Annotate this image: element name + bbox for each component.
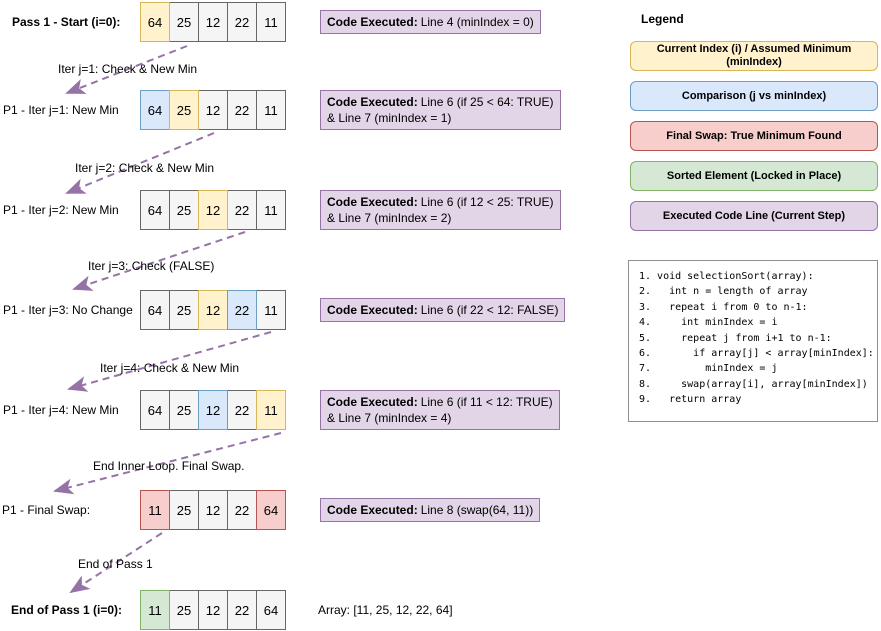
row-label-pass1-start: Pass 1 - Start (i=0): [12,15,121,29]
arrow-label-5: End Inner Loop. Final Swap. [93,459,245,473]
array-cell: 64 [140,390,170,430]
code-executed-prefix: Code Executed: [327,395,418,409]
code-line-4: 4. int minIndex = i [639,317,778,329]
code-line-5: 5. repeat j from i+1 to n-1: [639,332,832,344]
legend-item-current-index: Current Index (i) / Assumed Minimum (min… [630,41,878,71]
array-cell: 12 [198,390,228,430]
array-cell: 11 [256,390,286,430]
array-cell: 64 [140,290,170,330]
code-executed-box-3: Code Executed:Line 6 (if 12 < 25: TRUE) … [320,190,561,230]
legend-item-executed-code: Executed Code Line (Current Step) [630,201,878,231]
array-row-4: 64 25 12 22 11 [140,290,286,330]
code-executed-box-5: Code Executed:Line 6 (if 11 < 12: TRUE) … [320,390,560,430]
array-cell: 25 [169,2,199,42]
code-executed-prefix: Code Executed: [327,195,418,209]
array-row-2: 64 25 12 22 11 [140,90,286,130]
array-cell: 25 [169,190,199,230]
code-executed-prefix: Code Executed: [327,503,418,517]
code-line-2: 2. int n = length of array [639,286,808,298]
array-cell: 25 [169,90,199,130]
array-cell: 22 [227,490,257,530]
code-executed-prefix: Code Executed: [327,15,418,29]
pseudocode-panel: 1. void selectionSort(array): 2. int n =… [628,260,878,422]
array-cell: 25 [169,490,199,530]
row-label-iter-j4: P1 - Iter j=4: New Min [3,403,119,417]
array-cell: 64 [140,2,170,42]
code-executed-box-4: Code Executed:Line 6 (if 22 < 12: FALSE) [320,298,566,322]
arrow-label-1: Iter j=1: Check & New Min [58,62,198,76]
array-cell: 11 [256,90,286,130]
code-line-7: 7. minIndex = j [639,363,778,375]
array-cell: 22 [227,590,257,630]
arrow-label-6: End of Pass 1 [78,557,153,571]
array-cell: 12 [198,2,228,42]
array-row-3: 64 25 12 22 11 [140,190,286,230]
row-label-iter-j1: P1 - Iter j=1: New Min [3,103,119,117]
array-row-5: 64 25 12 22 11 [140,390,286,430]
legend-item-sorted: Sorted Element (Locked in Place) [630,161,878,191]
row-label-final-swap: P1 - Final Swap: [2,503,91,517]
code-executed-box-1: Code Executed:Line 4 (minIndex = 0) [320,10,541,34]
row-label-iter-j3: P1 - Iter j=3: No Change [3,303,133,317]
legend-item-comparison: Comparison (j vs minIndex) [630,81,878,111]
code-executed-box-2: Code Executed:Line 6 (if 25 < 64: TRUE) … [320,90,561,130]
array-cell: 11 [256,190,286,230]
code-executed-text: & Line 7 (minIndex = 1) [327,111,452,125]
code-line-9: 9. return array [639,394,742,406]
code-executed-text: & Line 7 (minIndex = 4) [327,411,452,425]
code-executed-text: Line 6 (if 25 < 64: TRUE) [420,95,554,109]
array-cell: 22 [227,90,257,130]
code-executed-prefix: Code Executed: [327,303,418,317]
code-line-8: 8. swap(array[i], array[minIndex]) [639,378,868,390]
array-cell: 64 [140,90,170,130]
array-cell: 22 [227,190,257,230]
arrow-label-3: Iter j=3: Check (FALSE) [88,259,215,273]
row-label-iter-j2: P1 - Iter j=2: New Min [3,203,119,217]
code-executed-text: Line 4 (minIndex = 0) [420,15,534,29]
flow-arrow-4 [67,331,272,392]
array-cell: 11 [256,2,286,42]
array-cell: 22 [227,390,257,430]
code-executed-text: Line 6 (if 11 < 12: TRUE) [420,395,553,409]
code-line-1: 1. void selectionSort(array): [639,271,814,282]
legend-item-final-swap: Final Swap: True Minimum Found [630,121,878,151]
code-executed-prefix: Code Executed: [327,95,418,109]
final-array-text: Array: [11, 25, 12, 22, 64] [318,603,453,617]
array-cell: 25 [169,390,199,430]
array-cell: 12 [198,290,228,330]
array-cell: 22 [227,290,257,330]
code-line-3: 3. repeat i from 0 to n-1: [639,301,808,313]
flow-arrow-6 [69,532,163,594]
array-row-6: 11 25 12 22 64 [140,490,286,530]
array-cell: 64 [256,590,286,630]
array-cell: 12 [198,190,228,230]
row-label-end-of-pass1: End of Pass 1 (i=0): [11,603,123,617]
array-cell: 11 [140,490,170,530]
array-cell: 25 [169,590,199,630]
code-executed-text: Line 8 (swap(64, 11)) [420,503,534,517]
legend-title: Legend [641,12,684,26]
array-cell: 22 [227,2,257,42]
arrow-label-4: Iter j=4: Check & New Min [100,361,240,375]
code-executed-text: Line 6 (if 12 < 25: TRUE) [420,195,554,209]
array-row-1: 64 25 12 22 11 [140,2,286,42]
code-executed-text: & Line 7 (minIndex = 2) [327,211,452,225]
array-cell: 11 [256,290,286,330]
flow-arrow-3 [72,231,246,291]
array-cell: 12 [198,590,228,630]
array-cell: 12 [198,90,228,130]
array-cell: 64 [140,190,170,230]
flow-arrow-2 [65,132,215,194]
code-line-6: 6. if array[j] < array[minIndex]: [639,348,874,360]
code-executed-box-6: Code Executed:Line 8 (swap(64, 11)) [320,498,541,522]
array-row-7: 11 25 12 22 64 [140,590,286,630]
array-cell: 25 [169,290,199,330]
flow-arrow-1 [65,45,188,94]
arrow-label-2: Iter j=2: Check & New Min [75,161,215,175]
array-cell: 12 [198,490,228,530]
array-cell: 11 [140,590,170,630]
code-executed-text: Line 6 (if 22 < 12: FALSE) [420,303,559,317]
flow-arrow-5 [53,432,282,495]
array-cell: 64 [256,490,286,530]
